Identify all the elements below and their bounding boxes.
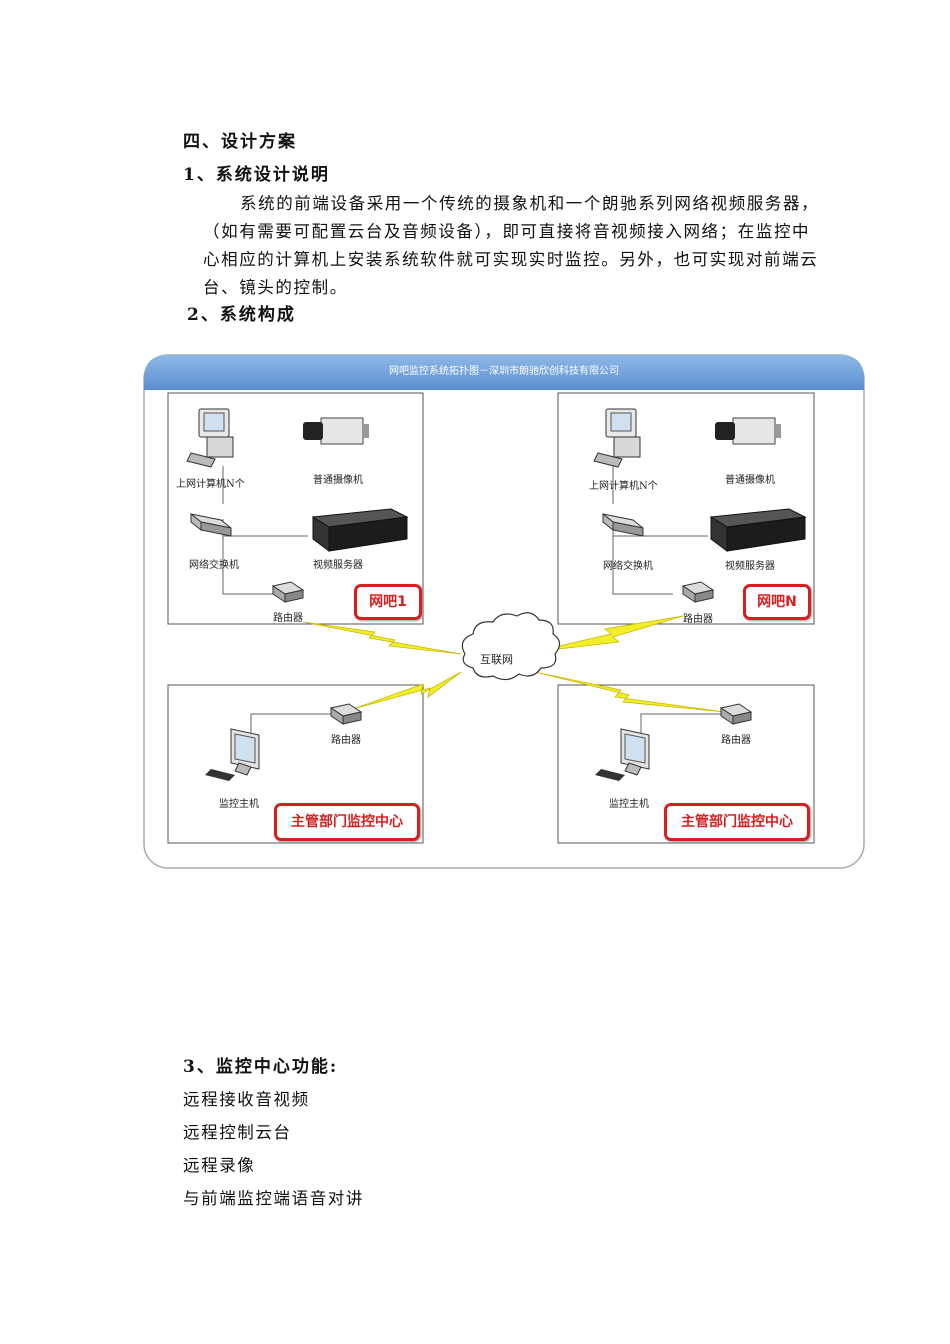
center-right-host-label: 监控主机	[609, 799, 649, 810]
cafe-right-camera-label: 普通摄像机	[725, 475, 775, 486]
cafe-right-switch-label: 网络交换机	[603, 561, 653, 572]
section-heading: 四、设计方案	[183, 132, 297, 152]
subsection-heading-1: 1、系统设计说明	[183, 165, 330, 185]
center-links	[250, 713, 721, 734]
center-left-router-label: 路由器	[331, 735, 361, 746]
camera-icon	[715, 417, 781, 445]
cafe-left-computer-label: 上网计算机N个	[176, 479, 245, 490]
function-item: 与前端监控端语音对讲	[183, 1189, 364, 1208]
router-icon	[719, 703, 753, 725]
lightning-bolts	[302, 615, 726, 713]
camera-icon	[303, 417, 369, 445]
monitor-host-icon	[595, 728, 650, 781]
cafe-left-tag: 网吧1	[354, 584, 422, 620]
function-item: 远程录像	[183, 1156, 256, 1175]
center-right-router-label: 路由器	[721, 735, 751, 746]
center-left-host-label: 监控主机	[219, 799, 259, 810]
cafe-left-switch-label: 网络交换机	[189, 560, 239, 571]
cafe-right-links	[612, 466, 708, 595]
switch-icon	[602, 512, 644, 537]
center-right-tag: 主管部门监控中心	[664, 803, 810, 841]
diagram-banner	[144, 355, 864, 390]
cafe-right-tag: 网吧N	[743, 584, 811, 620]
subsection-heading-2: 2、系统构成	[187, 305, 296, 325]
router-icon	[329, 703, 363, 725]
internet-label: 互联网	[480, 653, 513, 666]
monitor-host-icon	[205, 728, 260, 781]
video-server-icon	[311, 508, 409, 552]
video-server-icon	[709, 508, 807, 552]
router-icon	[681, 581, 715, 603]
design-description-paragraph: 系统的前端设备采用一个传统的摄象机和一个朗驰系列网络视频服务器，（如有需要可配置…	[203, 194, 820, 297]
cafe-right-server-label: 视频服务器	[725, 561, 775, 572]
router-icon	[271, 581, 305, 603]
topology-diagram: 网吧监控系统拓扑图－深圳市朗驰欣创科技有限公司 上网计算机N个 普通摄像机 网络…	[143, 354, 865, 870]
cafe-right-router-label: 路由器	[683, 614, 713, 625]
computer-icon	[593, 408, 641, 468]
internet-cloud-icon	[461, 612, 561, 681]
diagram-banner-title: 网吧监控系统拓扑图－深圳市朗驰欣创科技有限公司	[389, 366, 619, 377]
function-item: 远程控制云台	[183, 1123, 292, 1142]
computer-icon	[186, 408, 234, 468]
switch-icon	[190, 512, 232, 537]
cafe-left-links	[222, 466, 308, 595]
topology-diagram-graphic	[143, 354, 865, 869]
center-left-tag: 主管部门监控中心	[274, 803, 420, 841]
cafe-left-camera-label: 普通摄像机	[313, 475, 363, 486]
cafe-right-computer-label: 上网计算机N个	[589, 481, 658, 492]
subsection-heading-3: 3、监控中心功能:	[183, 1057, 339, 1077]
function-item: 远程接收音视频	[183, 1090, 310, 1109]
cafe-left-router-label: 路由器	[273, 613, 303, 624]
cafe-left-server-label: 视频服务器	[313, 560, 363, 571]
